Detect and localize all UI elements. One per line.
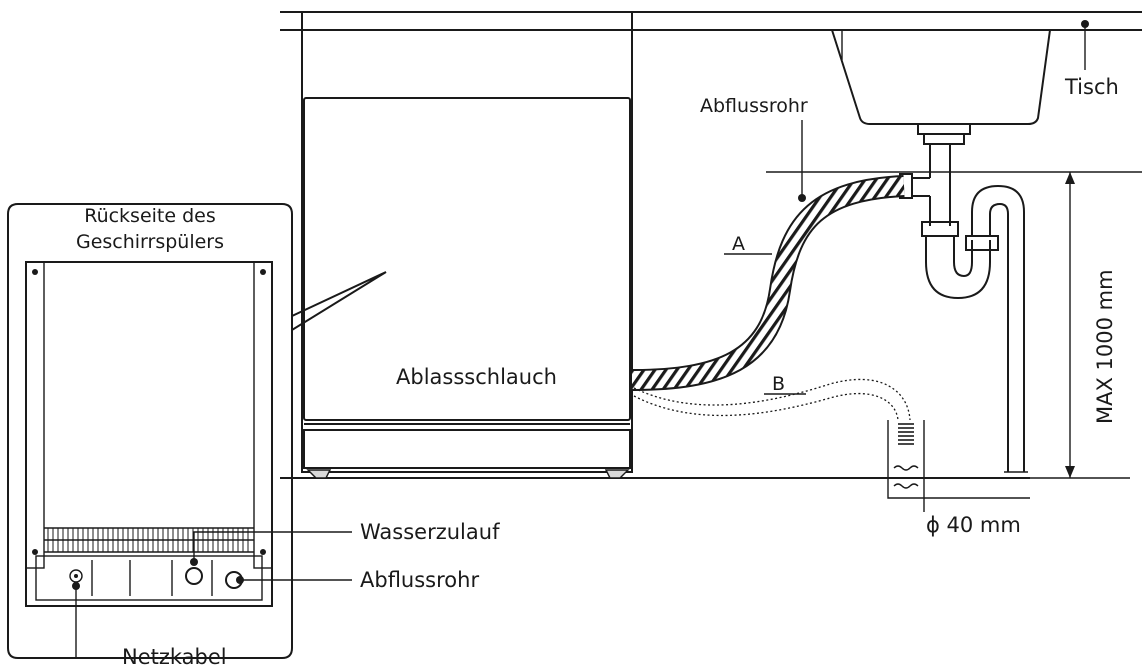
wasserzulauf-leader <box>193 531 352 562</box>
rueckseite-line2: Geschirrspülers <box>76 231 224 253</box>
abflussrohr-marker <box>798 194 806 202</box>
abflussrohr-back-label: Abflussrohr <box>360 568 479 592</box>
sink <box>831 29 1051 473</box>
standpipe <box>887 420 1030 512</box>
tisch-label: Tisch <box>1064 75 1119 99</box>
dishwasher <box>301 12 633 479</box>
max-height-label: MAX 1000 mm <box>1093 269 1117 424</box>
drain-hose-a <box>631 175 905 391</box>
rueckseite-line1: Rückseite des <box>84 205 216 227</box>
water-inlet-port <box>185 567 203 585</box>
back-view-inset <box>7 203 387 659</box>
diameter-label: ϕ 40 mm <box>926 513 1021 537</box>
letter-b: B <box>772 373 785 395</box>
abflussrohr-top-label: Abflussrohr <box>700 95 808 117</box>
countertop <box>280 11 1142 31</box>
wasserzulauf-label: Wasserzulauf <box>360 520 500 544</box>
drain-hose-b <box>633 378 911 421</box>
netzkabel-label: Netzkabel <box>122 645 227 669</box>
ablassschlauch-label: Ablassschlauch <box>396 365 557 389</box>
netzkabel-leader <box>75 586 112 659</box>
max-height-dimension <box>766 171 1142 479</box>
rear-grille <box>44 527 254 553</box>
letter-a: A <box>732 233 745 255</box>
